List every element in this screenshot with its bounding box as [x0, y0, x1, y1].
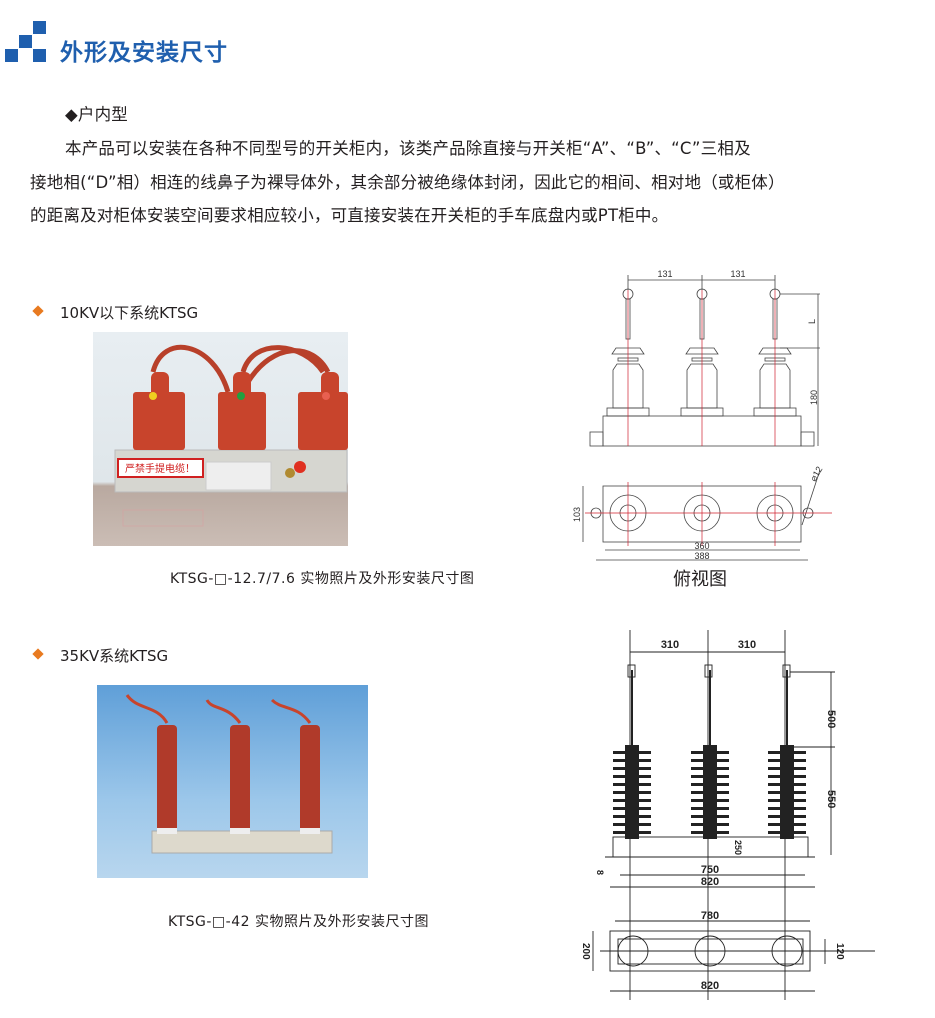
- product-photo-35kv: [97, 685, 368, 878]
- dimension-drawing-10kv: 131 131 L 180 ⌀12 103 360 388: [572, 269, 832, 561]
- dim-length: L: [807, 319, 817, 324]
- dim-outer-width: 388: [694, 551, 709, 561]
- dim-spacing-2: 131: [730, 269, 745, 279]
- section-label: 35KV系统KTSG: [60, 647, 169, 665]
- dim-200: 200: [580, 943, 591, 960]
- page-title: 外形及安装尺寸: [60, 40, 228, 66]
- dim-120: 120: [834, 943, 845, 960]
- dim-foot: 8: [595, 870, 605, 875]
- dim-spacing-2: 310: [738, 639, 756, 651]
- caption-35kv: KTSG-□-42 实物照片及外形安装尺寸图: [168, 914, 429, 930]
- dim-inner-width: 360: [694, 541, 709, 551]
- dim-750: 750: [701, 864, 719, 876]
- top-view-label: 俯视图: [673, 569, 727, 590]
- paragraph-line: 接地相(“D”相）相连的线鼻子为裸导体外，其余部分被绝缘体封闭，因此它的相间、相…: [30, 173, 785, 192]
- dim-spacing-1: 310: [661, 639, 679, 651]
- section-label: 10KV以下系统KTSG: [60, 304, 199, 322]
- dim-top: 500: [825, 710, 837, 728]
- dim-depth: 103: [572, 507, 582, 522]
- caption-10kv: KTSG-□-12.7/7.6 实物照片及外形安装尺寸图: [170, 571, 475, 587]
- dim-spacing-1: 131: [657, 269, 672, 279]
- dim-height: 180: [809, 390, 819, 405]
- warning-label: 严禁手提电缆！: [125, 462, 195, 475]
- paragraph-line: 本产品可以安装在各种不同型号的开关柜内，该类产品除直接与开关柜“A”、“B”、“…: [65, 139, 751, 158]
- dimension-drawing-35kv: 310 310 500 550 250 8 750 820 780 200 12…: [580, 630, 875, 1000]
- dim-820-bottom: 820: [701, 980, 719, 992]
- dim-820: 820: [701, 876, 719, 888]
- product-photo-10kv: 严禁手提电缆！: [93, 332, 348, 546]
- subheading: ◆户内型: [65, 105, 128, 124]
- bullet-diamond-icon: [32, 305, 44, 317]
- dim-base: 250: [733, 840, 743, 855]
- bullet-diamond-icon: [32, 648, 44, 660]
- dim-mid: 550: [825, 790, 837, 808]
- dim-hole: ⌀12: [808, 465, 824, 483]
- dim-780: 780: [701, 910, 719, 922]
- paragraph-line: 的距离及对柜体安装空间要求相应较小，可直接安装在开关柜的手车底盘内或PT柜中。: [30, 206, 669, 225]
